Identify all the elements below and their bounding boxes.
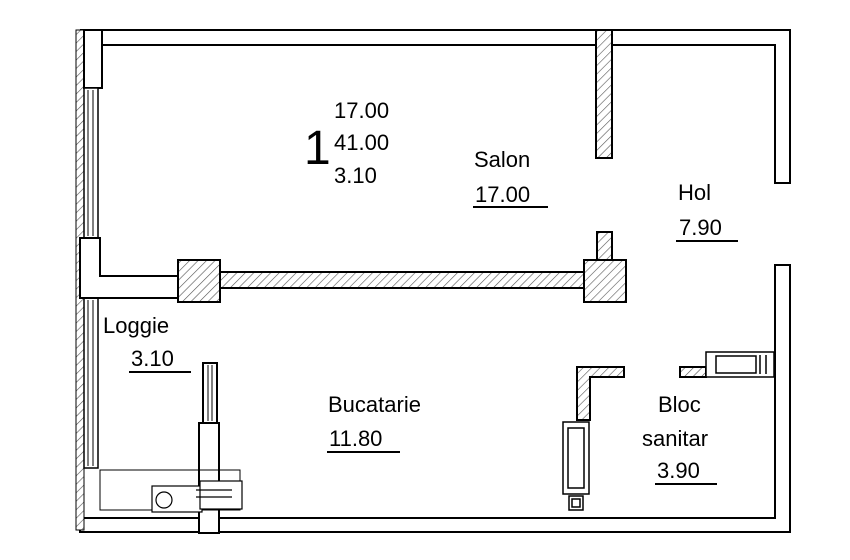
bloc-sanitar-area: 3.90 [657, 458, 700, 483]
middle-wall [79, 231, 627, 303]
living-area: 17.00 [334, 98, 389, 123]
salon-area: 17.00 [475, 182, 530, 207]
rooms-count: 1 [304, 122, 331, 175]
bathroom-fixtures [562, 351, 775, 511]
bucatarie-area: 11.80 [329, 426, 382, 451]
hol-label: Hol [678, 180, 711, 205]
right-lower-wall [79, 264, 791, 533]
bloc-sanitar-label-line2: sanitar [642, 426, 708, 451]
bathroom-walls [576, 366, 707, 421]
upper-partition [595, 29, 613, 159]
bloc-sanitar-label-line1: Bloc [658, 392, 701, 417]
kitchen-appliances [99, 469, 243, 513]
bucatarie-label: Bucatarie [328, 392, 421, 417]
boiler-icon [155, 491, 173, 509]
top-wall [80, 29, 791, 184]
salon-label: Salon [474, 147, 530, 172]
loggie-area: 3.10 [131, 346, 174, 371]
loggie-label: Loggie [103, 313, 169, 338]
hol-area: 7.90 [679, 215, 722, 240]
total-area: 41.00 [334, 130, 389, 155]
loggia-area: 3.10 [334, 163, 377, 188]
